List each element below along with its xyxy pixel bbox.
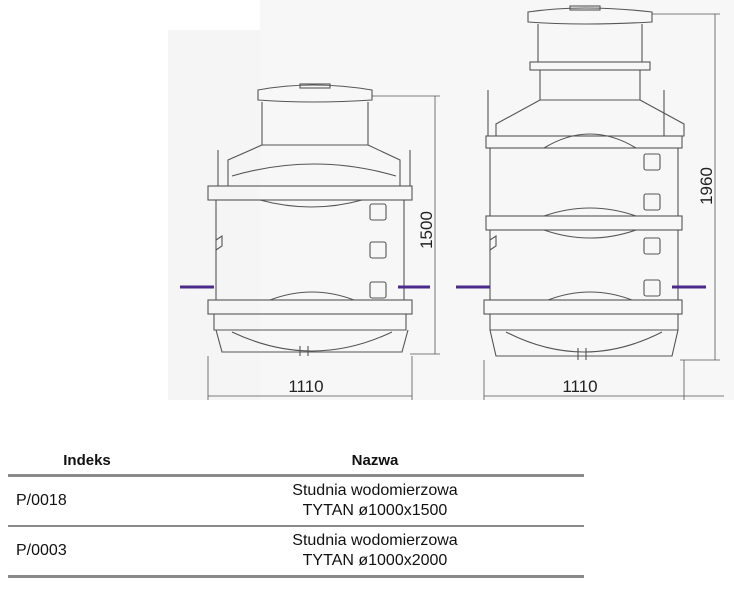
step-icon <box>643 193 661 211</box>
table-header-row: Indeks Nazwa <box>8 446 584 476</box>
technical-drawing: 1110 1500 <box>180 5 724 400</box>
product-table: Indeks Nazwa P/0018 Studnia wodomierzowa… <box>8 446 584 578</box>
row-index: P/0018 <box>16 492 67 509</box>
well-lid <box>257 84 373 103</box>
table-row: P/0018 Studnia wodomierzowa TYTAN ø1000x… <box>8 476 584 527</box>
step-icon <box>643 237 661 255</box>
step-icon <box>643 153 661 171</box>
row-name: Studnia wodomierzowa TYTAN ø1000x1500 <box>166 476 584 527</box>
table-row: P/0003 Studnia wodomierzowa TYTAN ø1000x… <box>8 526 584 577</box>
header-index: Indeks <box>63 451 111 469</box>
row-name: Studnia wodomierzowa TYTAN ø1000x2000 <box>166 526 584 577</box>
row-name-line1: Studnia wodomierzowa <box>292 532 458 549</box>
row-name-line1: Studnia wodomierzowa <box>292 482 458 499</box>
dimension-lines-right <box>483 13 724 400</box>
height-label-right: 1960 <box>697 167 716 205</box>
step-icon <box>643 279 661 297</box>
header-name: Nazwa <box>351 451 399 469</box>
width-label-left: 1110 <box>288 377 323 396</box>
step-icon <box>369 203 387 221</box>
dimension-lines-left <box>207 95 440 400</box>
row-name-line2: TYTAN ø1000x1500 <box>302 502 448 519</box>
width-label-right: 1110 <box>562 377 597 396</box>
step-icon <box>369 281 387 299</box>
height-label-left: 1500 <box>417 211 436 249</box>
well-1500-drawing <box>207 83 413 356</box>
row-name-line2: TYTAN ø1000x2000 <box>302 552 448 569</box>
well-1960-drawing <box>483 5 685 360</box>
well-lid <box>527 7 653 25</box>
row-index: P/0003 <box>16 542 67 559</box>
step-icon <box>369 241 387 259</box>
